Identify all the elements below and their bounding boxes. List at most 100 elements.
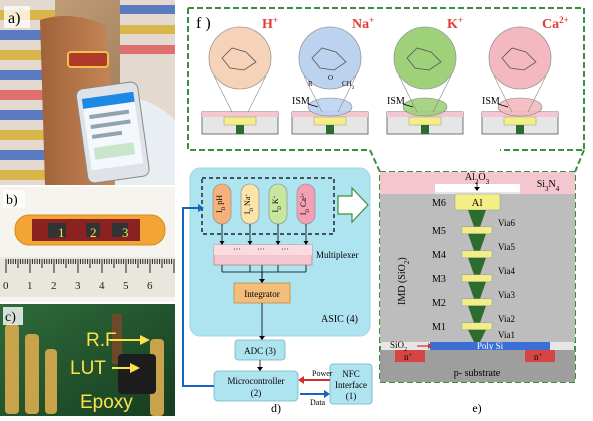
panel-f-border [188, 7, 585, 151]
rf-label: R.F [86, 330, 117, 351]
via-5 [468, 233, 486, 251]
sensor-pill-na: ID Na+ [240, 183, 260, 245]
metal-m5 [461, 226, 493, 235]
panel-b-label: b) [6, 193, 18, 208]
panel-d-label: d) [271, 401, 281, 415]
nfc-num: (1) [346, 391, 357, 401]
m6-label: M6 [432, 198, 446, 209]
imd-label: IMD (SiO2) [397, 257, 411, 305]
panel-b-photo: 1 2 3 0 1 2 3 4 5 6 b) [0, 187, 175, 302]
n-plus-left-label: n+ [404, 352, 413, 362]
n-plus-right [525, 350, 555, 362]
smartphone [75, 81, 150, 184]
chem-o-label: O [328, 74, 333, 82]
sensor-pill-ph: ID pH [212, 183, 232, 245]
ruler-label-5: 5 [123, 280, 129, 292]
via-6 [468, 210, 486, 227]
multiplexer-label: Multiplexer [316, 250, 359, 260]
patch-ruler-photo: 1 2 3 0 1 2 3 4 5 6 b) [0, 187, 175, 302]
panel-f-label: f ) [196, 15, 211, 32]
panel-e-label: e) [472, 401, 481, 415]
panel-c-label: c) [5, 310, 16, 325]
chip-3-label: 3 [122, 225, 129, 240]
metal-label-m5: M5 [432, 226, 446, 237]
ism-label: ISM [482, 96, 500, 107]
poly-si [430, 342, 550, 350]
ism-label: ISM [387, 96, 405, 107]
sensor-pill-k: ID K+ [268, 183, 288, 245]
poly-si-label: Poly Si [477, 341, 504, 351]
n-plus-right-label: n+ [534, 352, 543, 362]
n-plus-left [395, 350, 425, 362]
mux-dots-3: ··· [281, 245, 289, 254]
via-2 [468, 305, 486, 323]
metal-label-m3: M3 [432, 274, 446, 285]
sensor-group-box [201, 177, 335, 235]
ionophore-molecule-icon [488, 26, 552, 90]
chip-2-label: 2 [90, 225, 97, 240]
ion-sensor-k: K+ISM [386, 15, 464, 135]
ruler-label-4: 4 [99, 280, 105, 292]
data-label: Data [310, 398, 326, 407]
metal-label-m2: M2 [432, 298, 446, 309]
svg-text:ID Na+: ID Na+ [243, 194, 255, 215]
pcb-photo: c) R.F LUT Epoxy [0, 304, 175, 416]
al-label: Al [472, 197, 483, 209]
nfc-interface-label: Interface [335, 380, 367, 390]
ruler-label-2: 2 [51, 280, 57, 292]
chem-ch3-label: CH3 [342, 80, 355, 91]
epoxy-label: Epoxy [80, 392, 133, 413]
zoom-line-left [369, 149, 381, 173]
power-label: Power [312, 369, 333, 378]
integrator-label: Integrator [244, 289, 279, 299]
mux-dots-1: ··· [233, 245, 241, 254]
metal-m1 [461, 322, 493, 331]
substrate-label: p- substrate [454, 368, 501, 379]
metal-m3 [461, 274, 493, 283]
via-label-5: Via5 [498, 242, 515, 252]
connectors [5, 324, 164, 416]
adc-label: ADC (3) [244, 346, 276, 356]
ionophore-molecule-icon [208, 26, 272, 90]
via-label-3: Via3 [498, 290, 515, 300]
nfc-label: NFC [342, 369, 360, 379]
metal-label-m4: M4 [432, 250, 446, 261]
nfc-interface-block [329, 363, 373, 405]
lut-label: LUT [70, 358, 106, 379]
ruler-label-1: 1 [27, 280, 33, 292]
zoom-line-right [574, 149, 585, 173]
svg-text:ID pH: ID pH [215, 195, 227, 213]
via-label-6: Via6 [498, 218, 515, 228]
metal-m2 [461, 298, 493, 307]
metal-m4 [461, 250, 493, 259]
asic-label: ASIC (4) [321, 314, 358, 325]
sensor-pill-ca: ID Ca2+ [296, 183, 316, 245]
ion-label-ca: Ca2+ [542, 15, 569, 32]
metal-label-m1: M1 [432, 322, 446, 333]
via-4 [468, 257, 486, 275]
ion-label-h: H+ [262, 15, 278, 32]
via-label-1: Via1 [498, 330, 515, 340]
panel-a-label: a) [8, 10, 20, 27]
ion-sensor-ca: Ca2+ ISM [481, 15, 569, 135]
cmos-cross-section: Al M6M5Via6M4Via5M3Via4M2Via3M1Via2Via1 … [379, 171, 576, 383]
panel-a-photo: a) [0, 0, 175, 185]
ruler-label-0: 0 [3, 280, 9, 292]
microcontroller-num: (2) [251, 388, 262, 398]
sio2-label: SiO2 [390, 340, 407, 353]
microcontroller-label: Microcontroller [228, 376, 285, 386]
via-label-4: Via4 [498, 266, 515, 276]
sensor-patch [67, 51, 109, 68]
ionophore-molecule-icon [393, 26, 457, 90]
via-label-2: Via2 [498, 314, 515, 324]
svg-text:ID K+: ID K+ [271, 195, 283, 212]
ion-label-na: Na+ [352, 15, 374, 32]
arm-phone-photo: a) [0, 0, 175, 185]
svg-text:ID Ca2+: ID Ca2+ [299, 193, 311, 216]
ion-sensor-h: H+ [201, 15, 279, 135]
feedback-loop [182, 207, 214, 387]
epoxy-blob [118, 354, 156, 394]
zoom-arrow-icon [337, 186, 369, 224]
